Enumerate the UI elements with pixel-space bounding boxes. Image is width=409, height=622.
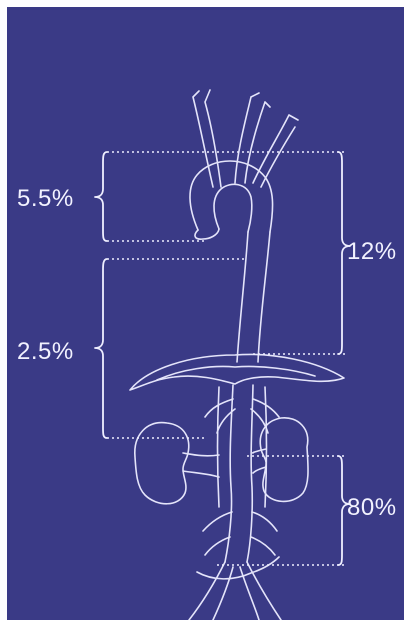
bracket-left-lower (95, 259, 107, 438)
diagram-frame: 5.5% 2.5% 12% 80% (7, 7, 404, 620)
left-kidney (135, 423, 189, 504)
percent-label-thoracic-total: 12% (347, 238, 397, 266)
aorta-diagram (7, 7, 404, 620)
bracket-left-upper (95, 152, 107, 241)
percent-label-upper-thoracic: 5.5% (17, 185, 74, 213)
aortic-arch-inner (214, 184, 252, 232)
brachiocephalic-branch (193, 90, 221, 187)
pelvic-vessels (197, 557, 279, 579)
celiac-branches (205, 399, 279, 433)
abdominal-aorta-right (247, 385, 253, 562)
percent-label-lower-thoracic: 2.5% (17, 338, 74, 366)
aortic-arch (190, 161, 273, 232)
minor-branches (203, 512, 277, 555)
descending-aorta-right (258, 232, 270, 362)
left-kidney-hilum (183, 453, 219, 477)
vena-cava (218, 387, 267, 507)
carotid-branch (235, 93, 270, 183)
subclavian-branch (253, 115, 298, 187)
right-kidney-hilum (253, 449, 266, 473)
aortic-root (195, 229, 219, 239)
iliac-right (240, 562, 281, 620)
iliac-left (189, 562, 233, 620)
descending-aorta-left (237, 232, 248, 362)
percent-label-abdominal: 80% (347, 494, 397, 522)
